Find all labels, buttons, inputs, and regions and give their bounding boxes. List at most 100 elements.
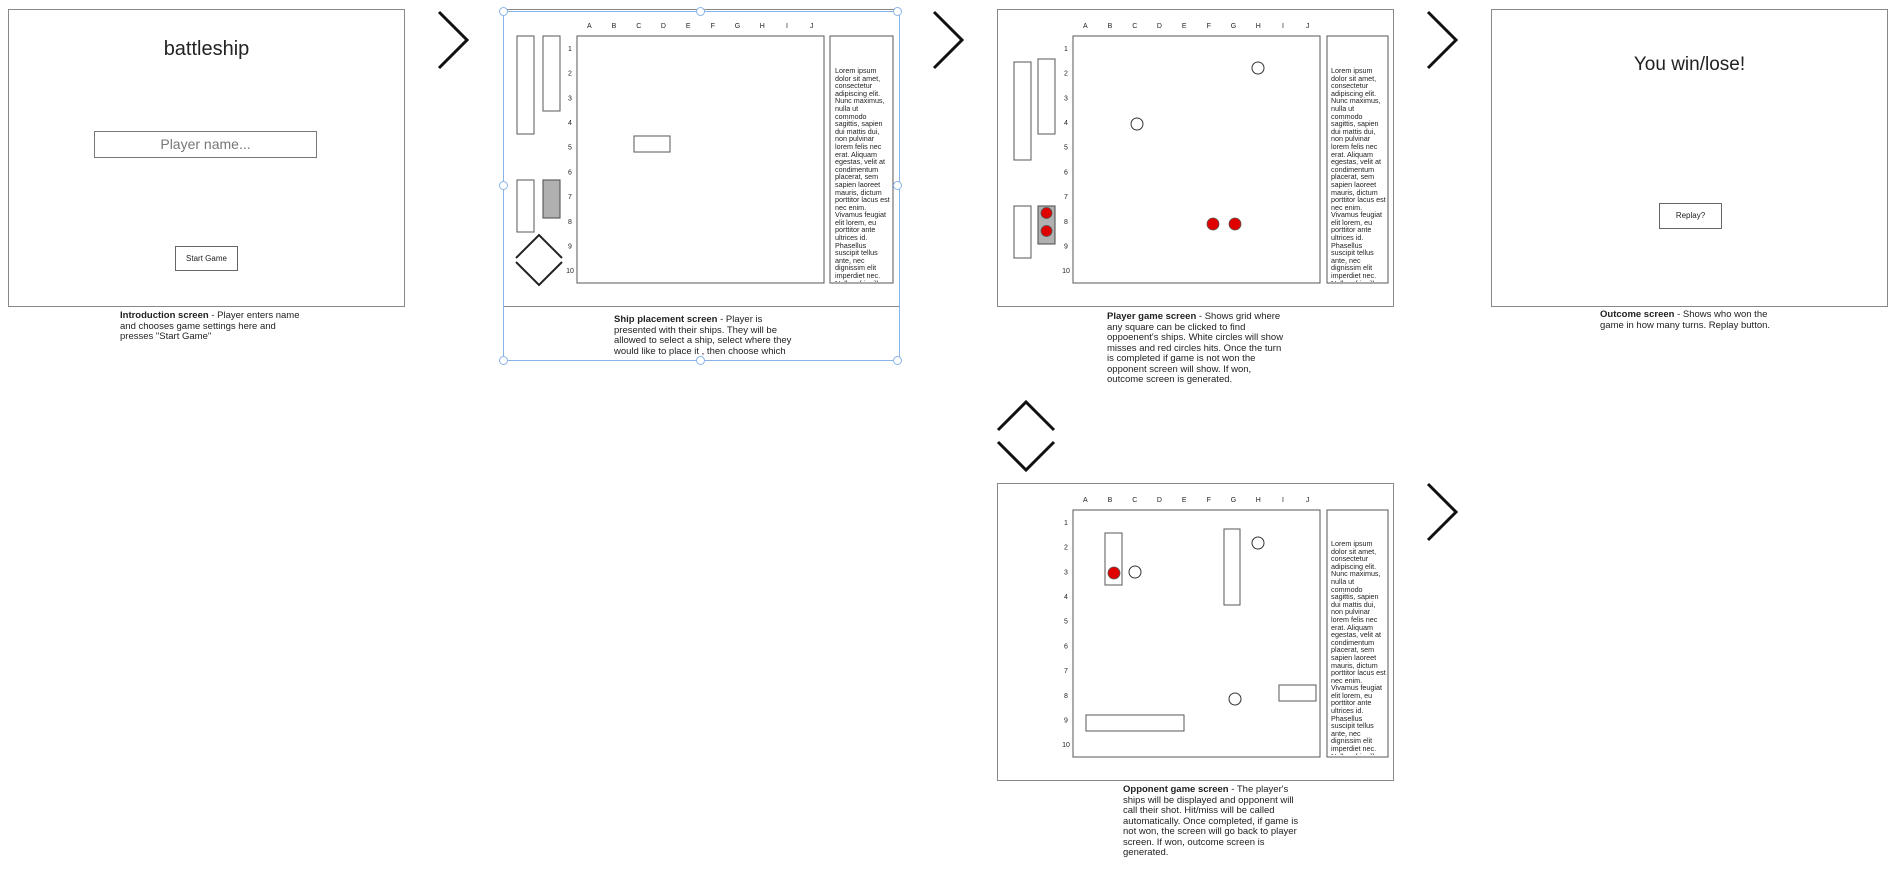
column-label: D: [1157, 23, 1162, 30]
hit-marker: [1040, 207, 1053, 219]
row-label: 7: [1064, 668, 1068, 675]
row-label: 6: [1064, 169, 1068, 176]
row-label: 3: [1064, 569, 1068, 576]
hit-marker: [1107, 566, 1121, 580]
row-label: 9: [1064, 717, 1068, 724]
selection-handle[interactable]: [696, 356, 705, 365]
arrow-right-icon: [932, 10, 965, 70]
selection-handle[interactable]: [893, 7, 902, 16]
column-label: J: [1306, 23, 1310, 30]
column-label: E: [1182, 497, 1187, 504]
board-grid[interactable]: [576, 35, 825, 284]
board-grid: [1072, 509, 1321, 758]
row-label: 4: [1064, 120, 1068, 127]
selection-handle[interactable]: [499, 181, 508, 190]
player-name-placeholder: Player name...: [160, 136, 251, 152]
row-label: 1: [1064, 520, 1068, 527]
info-panel-border: [829, 35, 894, 284]
selection-handle[interactable]: [696, 7, 705, 16]
replay-button[interactable]: Replay?: [1659, 203, 1722, 229]
row-label: 6: [568, 169, 572, 176]
miss-marker: [1251, 61, 1265, 75]
rotate-ship-icon[interactable]: [515, 233, 563, 287]
miss-marker: [1251, 536, 1265, 550]
intro-title: battleship: [163, 38, 250, 60]
column-label: C: [1132, 497, 1137, 504]
ship-horizontal-row9: [1085, 714, 1185, 732]
lorem-text: Lorem ipsum dolor sit amet, consectetur …: [1331, 540, 1386, 755]
hit-marker: [1228, 217, 1242, 231]
row-label: 8: [1064, 693, 1068, 700]
hit-marker: [1040, 225, 1053, 237]
column-label: F: [711, 23, 715, 30]
row-label: 3: [568, 95, 572, 102]
selection-handle[interactable]: [893, 356, 902, 365]
intro-caption: Introduction screen - Player enters name…: [120, 310, 300, 342]
board-grid[interactable]: [1072, 35, 1321, 284]
column-label: H: [760, 23, 765, 30]
row-label: 9: [568, 243, 572, 250]
info-panel-border: [1326, 35, 1389, 284]
column-label: J: [810, 23, 814, 30]
introduction-screen: battleship Player name... Start Game: [8, 9, 405, 307]
player-name-input[interactable]: Player name...: [94, 131, 317, 158]
selection-handle[interactable]: [893, 181, 902, 190]
row-label: 1: [1064, 46, 1068, 53]
miss-marker: [1128, 565, 1142, 579]
row-label: 7: [1064, 194, 1068, 201]
ship-vertical-g: [1223, 528, 1241, 606]
column-label: J: [1306, 497, 1310, 504]
column-label: B: [1108, 23, 1113, 30]
column-label: A: [1083, 497, 1088, 504]
placed-ship-preview[interactable]: [633, 135, 671, 153]
column-label: D: [661, 23, 666, 30]
row-label: 10: [1062, 742, 1070, 749]
row-label: 8: [1064, 219, 1068, 226]
column-label: I: [1282, 23, 1284, 30]
lorem-text: Lorem ipsum dolor sit amet, consectetur …: [835, 67, 890, 282]
row-label: 5: [1064, 619, 1068, 626]
opponent-game-caption: Opponent game screen - The player's ship…: [1123, 784, 1299, 858]
player-game-caption: Player game screen - Shows grid where an…: [1107, 311, 1284, 385]
column-label: G: [735, 23, 740, 30]
ship-battleship[interactable]: [542, 35, 561, 112]
column-label: G: [1231, 497, 1236, 504]
column-label: B: [612, 23, 617, 30]
ship-vertical-b: [1104, 532, 1123, 586]
row-label: 6: [1064, 643, 1068, 650]
info-panel-border: [1326, 509, 1389, 758]
row-label: 4: [1064, 594, 1068, 601]
column-label: H: [1256, 497, 1261, 504]
outcome-title: You win/lose!: [1633, 54, 1746, 75]
column-label: I: [1282, 497, 1284, 504]
column-label: C: [636, 23, 641, 30]
start-game-button[interactable]: Start Game: [175, 246, 238, 271]
arrow-right-icon: [1426, 10, 1459, 70]
column-label: I: [786, 23, 788, 30]
selection-handle[interactable]: [499, 356, 508, 365]
column-label: B: [1108, 497, 1113, 504]
column-label: C: [1132, 23, 1137, 30]
column-labels: A B C D E F G H I J: [1083, 497, 1309, 504]
row-label: 1: [568, 46, 572, 53]
miss-marker: [1228, 692, 1242, 706]
row-label: 8: [568, 219, 572, 226]
swap-screens-icon: [996, 399, 1056, 473]
column-label: D: [1157, 497, 1162, 504]
ship-submarine-selected[interactable]: [542, 179, 561, 219]
row-label: 9: [1064, 243, 1068, 250]
ship-carrier[interactable]: [516, 35, 535, 135]
ship-destroyer[interactable]: [516, 179, 535, 233]
row-label: 2: [568, 71, 572, 78]
column-label: F: [1207, 497, 1211, 504]
selection-handle[interactable]: [499, 7, 508, 16]
